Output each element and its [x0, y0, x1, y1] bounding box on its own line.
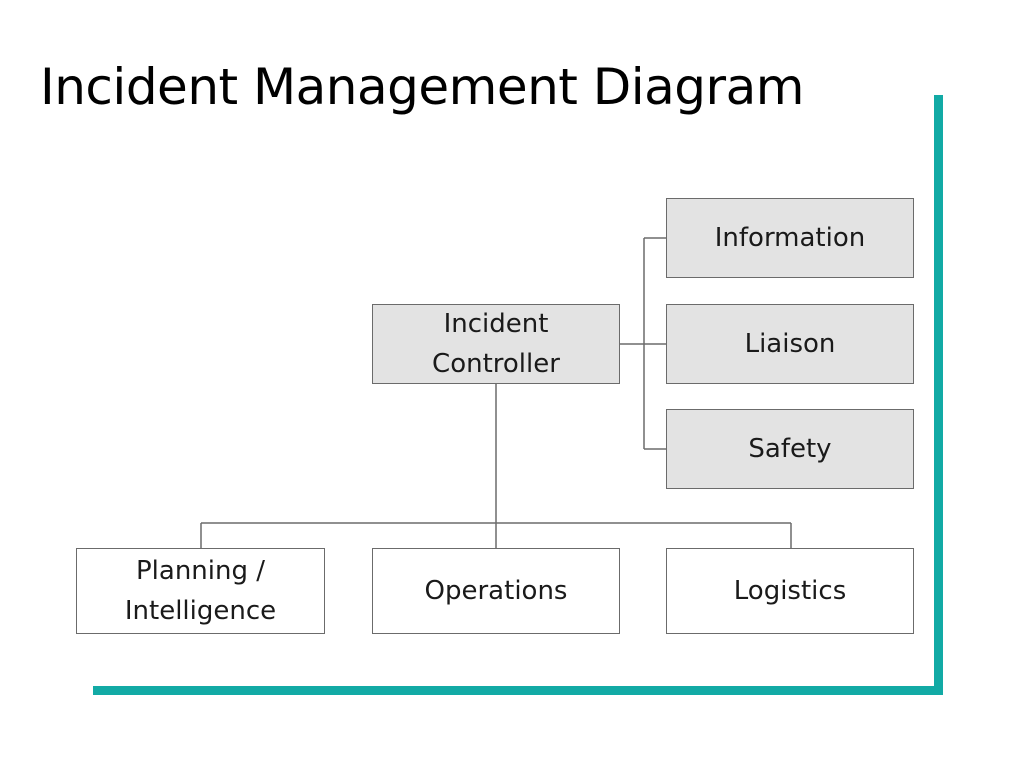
node-safety: Safety: [666, 409, 914, 489]
node-logistics: Logistics: [666, 548, 914, 634]
node-operations: Operations: [372, 548, 620, 634]
page-title: Incident Management Diagram: [40, 58, 804, 116]
accent-bar-vertical: [934, 95, 943, 695]
node-information: Information: [666, 198, 914, 278]
node-liaison: Liaison: [666, 304, 914, 384]
node-incident-controller: Incident Controller: [372, 304, 620, 384]
node-planning-intelligence: Planning / Intelligence: [76, 548, 325, 634]
accent-bar-horizontal: [93, 686, 943, 695]
